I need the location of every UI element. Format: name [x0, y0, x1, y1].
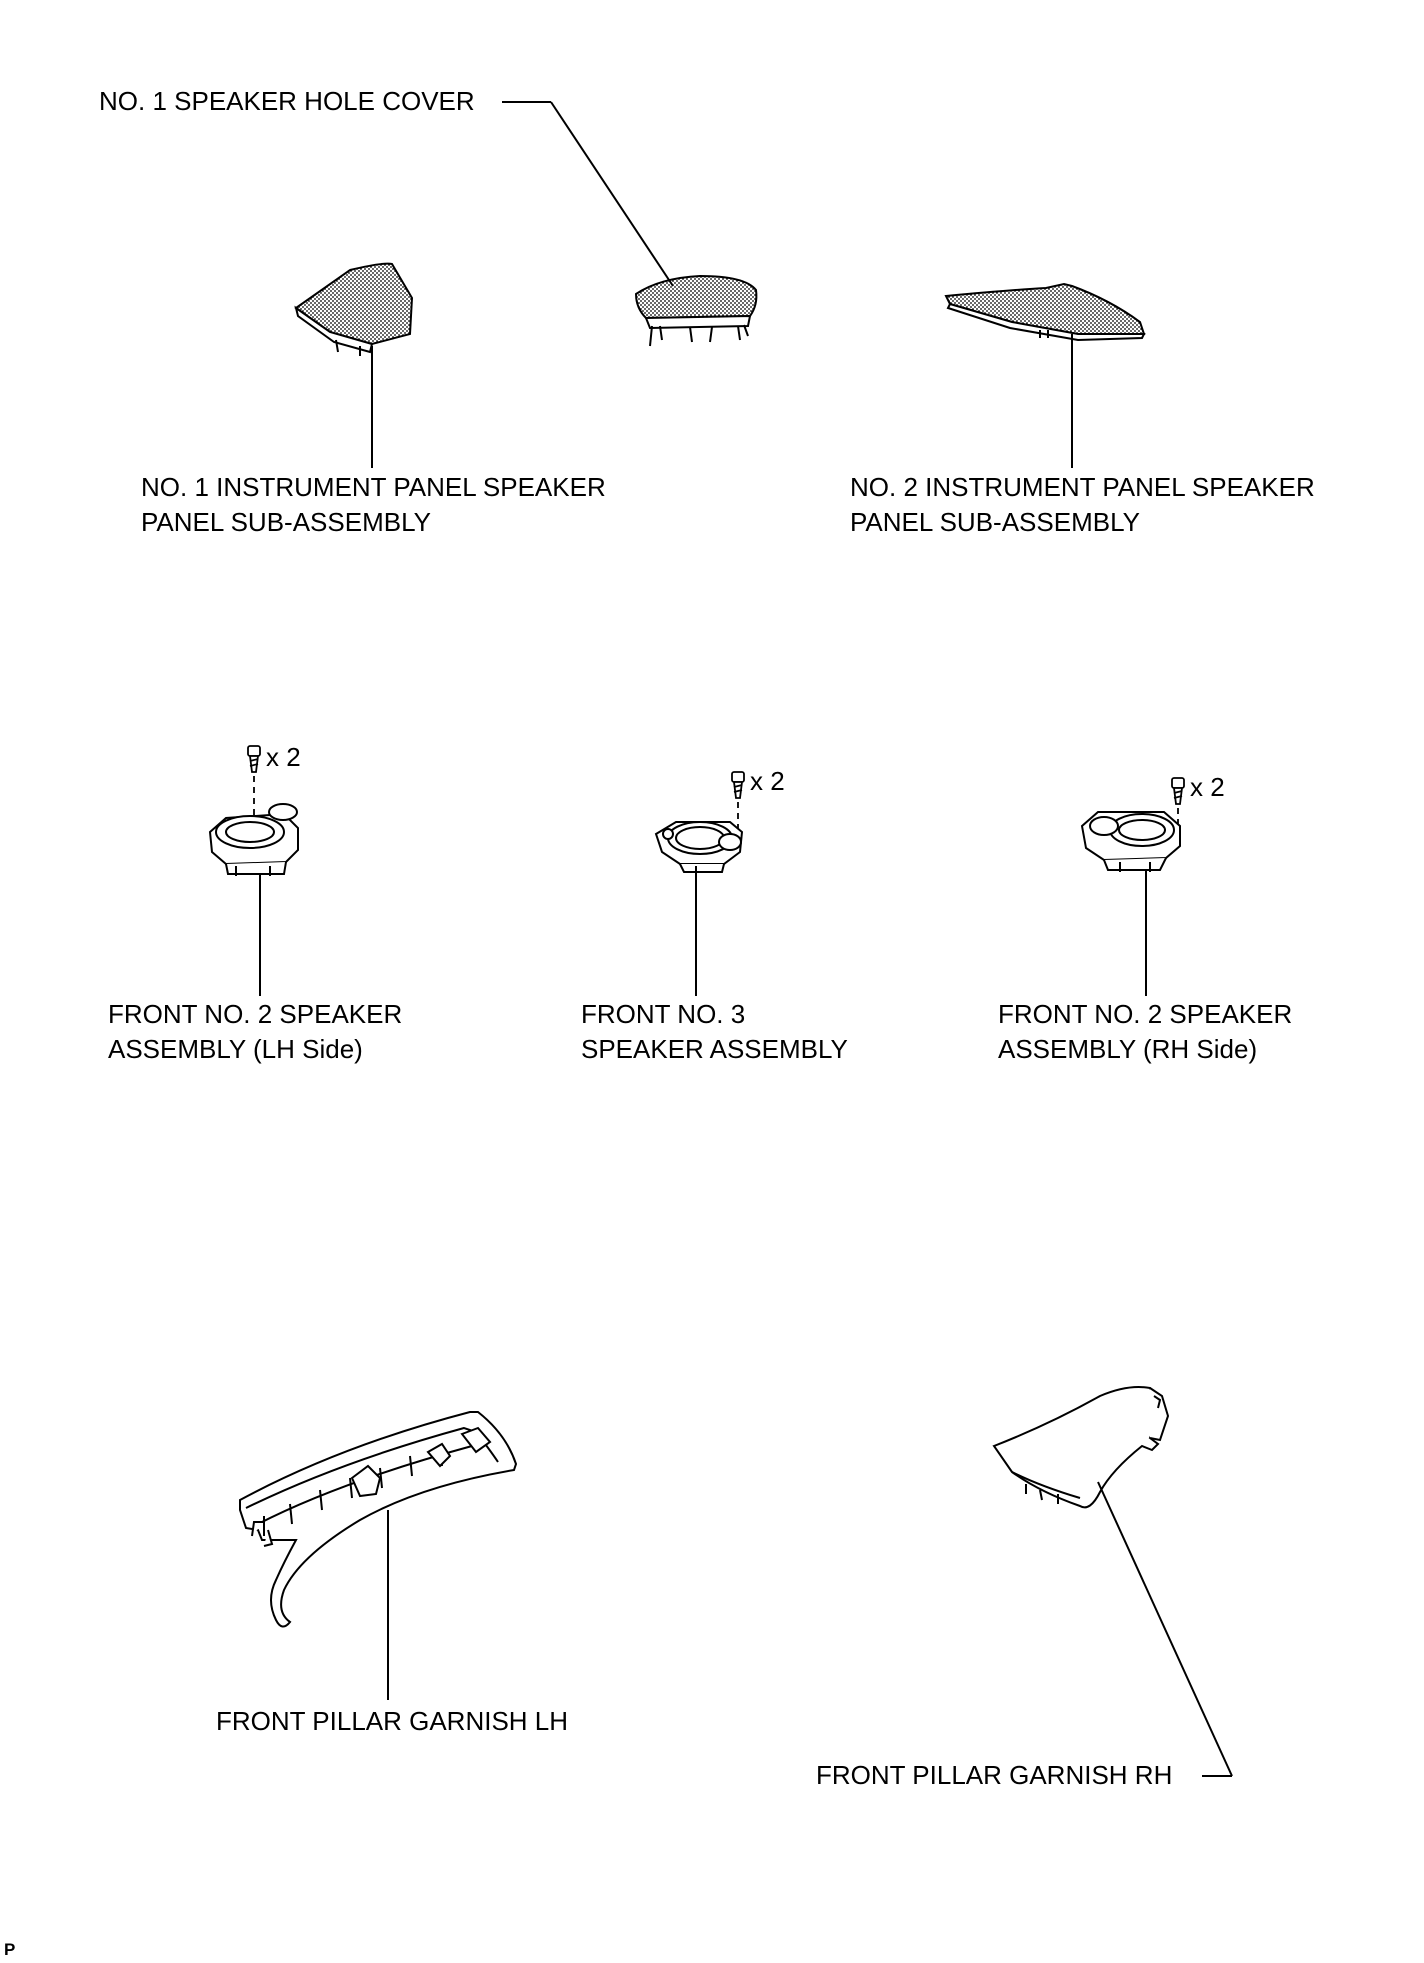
- label-ip-panel-2-line2: PANEL SUB-ASSEMBLY: [850, 507, 1140, 537]
- speaker-center-part: [654, 821, 744, 873]
- label-speaker-center-line1: FRONT NO. 3: [581, 999, 746, 1029]
- leader-hole-cover-diag: [550, 101, 674, 287]
- label-speaker-rh-line2: ASSEMBLY (RH Side): [998, 1034, 1258, 1064]
- label-pillar-rh: FRONT PILLAR GARNISH RH: [816, 1760, 1173, 1790]
- label-hole-cover: NO. 1 SPEAKER HOLE COVER: [99, 86, 475, 116]
- leader-pillar-rh-diag: [1097, 1481, 1233, 1777]
- label-speaker-lh-line1: FRONT NO. 2 SPEAKER: [108, 999, 403, 1029]
- screw-qty-lh: x 2: [266, 742, 301, 772]
- label-pillar-lh: FRONT PILLAR GARNISH LH: [216, 1706, 569, 1736]
- screw-qty-center: x 2: [750, 766, 785, 796]
- label-ip-panel-1-line1: NO. 1 INSTRUMENT PANEL SPEAKER: [141, 472, 606, 502]
- label-speaker-lh-line2: ASSEMBLY (LH Side): [108, 1034, 363, 1064]
- speaker-lh-part: [208, 803, 299, 876]
- pillar-garnish-rh-part: [992, 1386, 1170, 1509]
- ip-speaker-panel-2-part: [944, 282, 1146, 342]
- label-ip-panel-2-line1: NO. 2 INSTRUMENT PANEL SPEAKER: [850, 472, 1315, 502]
- ip-speaker-panel-1-part: [294, 262, 414, 356]
- label-speaker-rh-line1: FRONT NO. 2 SPEAKER: [998, 999, 1293, 1029]
- screw-rh-icon: [1171, 777, 1185, 805]
- footer-mark: P: [4, 1940, 16, 1959]
- speaker-hole-cover-part: [634, 274, 758, 347]
- screw-qty-rh: x 2: [1190, 772, 1225, 802]
- screw-center-icon: [731, 771, 745, 799]
- pillar-garnish-lh-part: [239, 1411, 518, 1628]
- label-ip-panel-1-line2: PANEL SUB-ASSEMBLY: [141, 507, 431, 537]
- screw-lh-icon: [247, 745, 261, 773]
- speaker-rh-part: [1080, 811, 1181, 872]
- label-speaker-center-line2: SPEAKER ASSEMBLY: [581, 1034, 848, 1064]
